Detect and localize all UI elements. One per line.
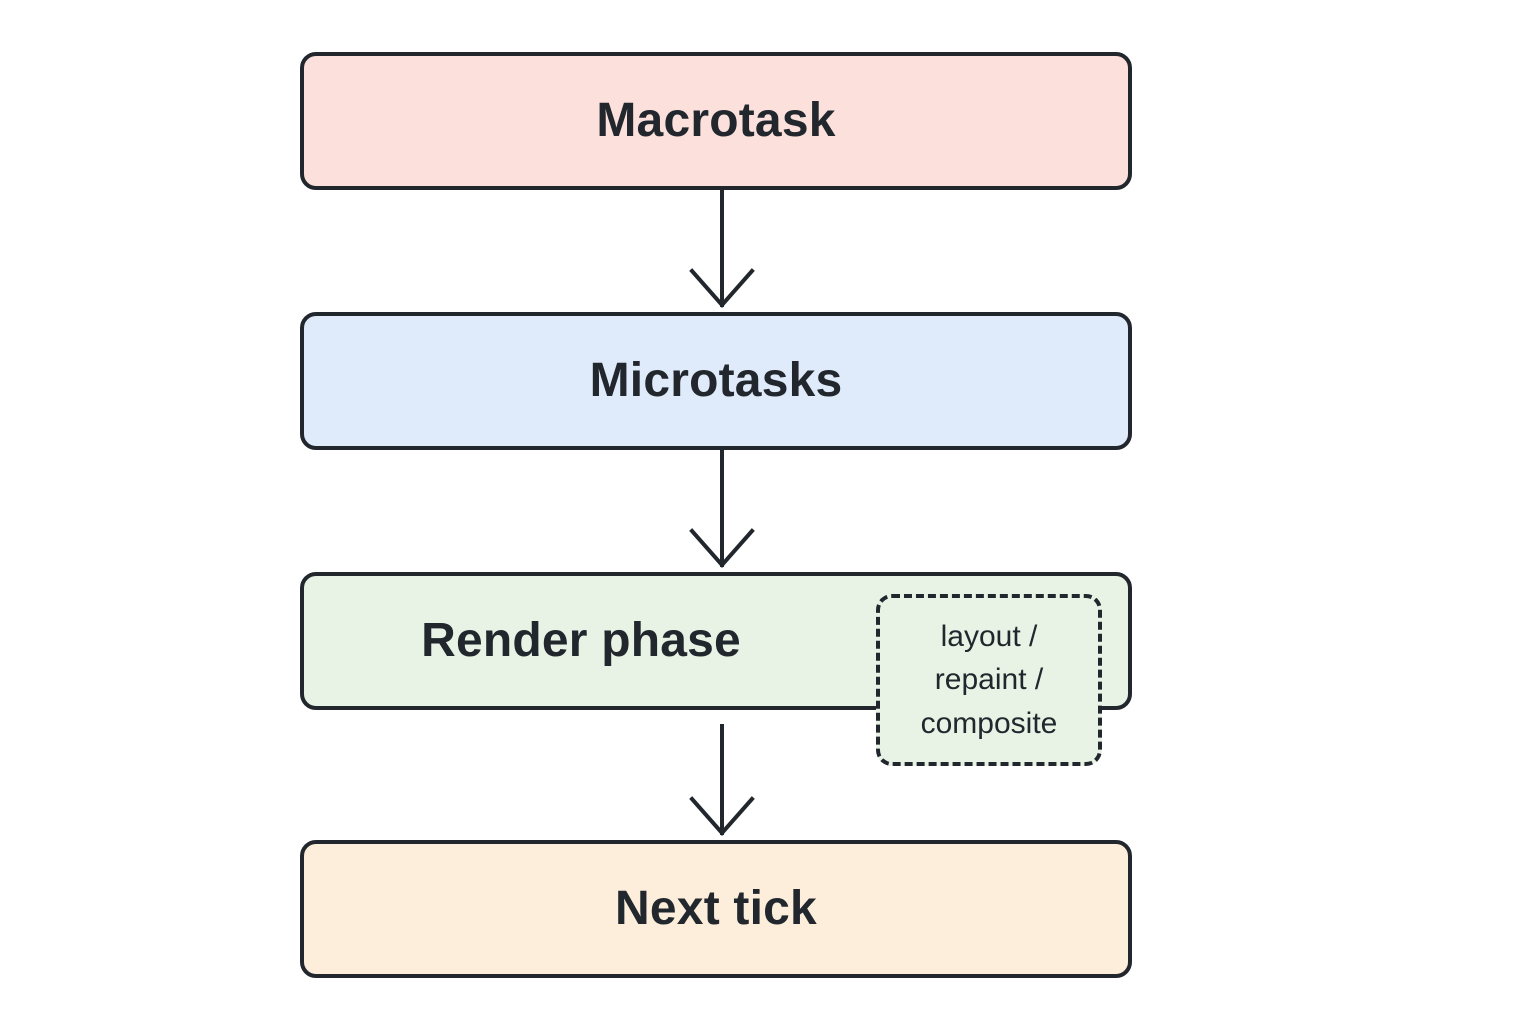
node-next-tick[interactable]: Next tick bbox=[300, 840, 1132, 978]
node-next-tick-label: Next tick bbox=[615, 882, 817, 935]
annotation-line-repaint: repaint / bbox=[934, 663, 1044, 697]
node-microtasks[interactable]: Microtasks bbox=[300, 312, 1132, 450]
node-macrotask[interactable]: Macrotask bbox=[300, 52, 1132, 190]
connector-render-to-nexttick bbox=[689, 724, 755, 837]
node-macrotask-label: Macrotask bbox=[596, 94, 836, 147]
connector-microtasks-to-render bbox=[689, 448, 755, 569]
annotation-line-layout: layout / bbox=[940, 619, 1038, 653]
annotation-render-detail[interactable]: layout / repaint / composite bbox=[876, 594, 1102, 766]
node-render-phase-label: Render phase bbox=[421, 614, 741, 667]
connector-macrotask-to-microtasks bbox=[689, 188, 755, 309]
annotation-line-composite: composite bbox=[920, 706, 1058, 740]
node-microtasks-label: Microtasks bbox=[589, 354, 843, 407]
